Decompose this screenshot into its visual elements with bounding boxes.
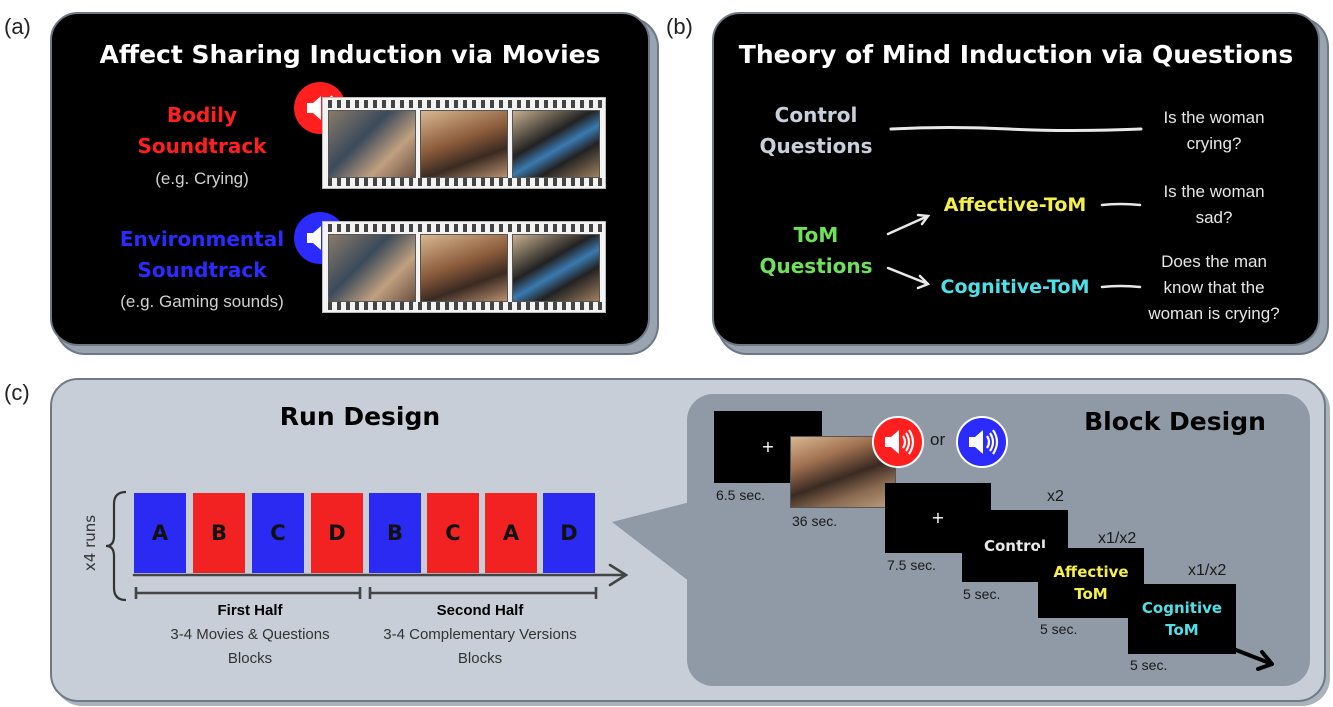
control-questions-line1: Control <box>774 103 858 127</box>
movie-frame-2 <box>420 234 508 302</box>
second-half-line1: 3-4 Complementary Versions <box>383 626 577 643</box>
panel-b-title: Theory of Mind Induction via Questions <box>738 40 1294 69</box>
first-half-title: First Half <box>217 602 283 619</box>
control-connector <box>889 126 1143 132</box>
control-question-line2: crying? <box>1186 134 1242 153</box>
movie-frame-2 <box>420 110 508 178</box>
affective-repeat: x1/x2 <box>1098 530 1137 547</box>
run-block: B <box>369 493 421 573</box>
environmental-label-line1: Environmental <box>119 227 285 251</box>
affective-question-line2: sad? <box>1195 208 1233 227</box>
environmental-example: (e.g. Gaming sounds) <box>120 292 284 311</box>
cognitive-duration: 5 sec. <box>1130 657 1168 673</box>
environmental-speaker-icon <box>956 416 1008 468</box>
affective-screen-line2: ToM <box>1074 585 1108 603</box>
movie-frame-1 <box>328 110 416 178</box>
cognitive-screen-line2: ToM <box>1165 621 1199 639</box>
panel-a-title: Affect Sharing Induction via Movies <box>99 40 601 69</box>
run-block: A <box>134 493 186 573</box>
cognitive-question-line1: Does the man <box>1161 252 1267 271</box>
bodily-speaker-icon <box>872 416 924 468</box>
or-label: or <box>930 430 946 449</box>
movie-frame-1 <box>328 234 416 302</box>
affective-question-line1: Is the woman <box>1163 182 1265 201</box>
tom-questions-line2: Questions <box>759 254 873 278</box>
runs-repeat-label: x4 runs <box>81 514 99 572</box>
panel-c-letter: (c) <box>4 380 30 405</box>
movie-frame-3 <box>512 110 600 178</box>
affective-tom-label: Affective-ToM <box>943 194 1087 216</box>
second-half-title: Second Half <box>436 602 524 619</box>
panel-b: Theory of Mind Induction via Questions C… <box>712 12 1320 346</box>
affective-screen: Affective ToM <box>1038 548 1144 618</box>
tom-questions-line1: ToM <box>793 223 839 247</box>
run-block: B <box>193 493 245 573</box>
environmental-label-line2: Soundtrack <box>137 258 267 282</box>
panel-b-letter: (b) <box>666 14 693 39</box>
tom-arrow-up <box>886 213 931 236</box>
bodily-label-line1: Bodily <box>166 103 238 127</box>
cognitive-connector <box>1100 284 1142 289</box>
movie-frame-3 <box>512 234 600 302</box>
first-half-line1: 3-4 Movies & Questions <box>170 626 330 643</box>
second-half-line2: Blocks <box>457 650 503 667</box>
timeline-arrow-icon <box>1234 648 1274 671</box>
tom-arrow-down <box>886 266 931 290</box>
control-duration: 5 sec. <box>963 586 1001 602</box>
panel-a-letter: (a) <box>4 14 31 39</box>
control-repeat: x2 <box>1047 488 1064 505</box>
cognitive-question-line2: know that the <box>1163 278 1265 297</box>
cognitive-repeat: x1/x2 <box>1188 562 1227 579</box>
control-question-line1: Is the woman <box>1163 108 1265 127</box>
run-design-title: Run Design <box>279 402 441 431</box>
run-timeline-arrow <box>132 563 629 599</box>
fixation2-duration: 7.5 sec. <box>887 557 937 573</box>
runs-brace <box>105 490 127 602</box>
run-block: C <box>252 493 304 573</box>
bodily-label-line2: Soundtrack <box>137 134 267 158</box>
run-block: C <box>427 493 479 573</box>
cognitive-question-line3: woman is crying? <box>1148 304 1280 323</box>
block-design-title: Block Design <box>1084 407 1266 436</box>
bodily-example: (e.g. Crying) <box>155 169 249 188</box>
cognitive-screen: Cognitive ToM <box>1128 584 1236 654</box>
run-block: D <box>311 493 363 573</box>
bodily-filmstrip <box>322 97 606 189</box>
run-block: A <box>485 493 537 573</box>
panel-a: Affect Sharing Induction via Movies Bodi… <box>50 12 650 346</box>
affective-screen-line1: Affective <box>1053 563 1129 581</box>
cognitive-tom-label: Cognitive-ToM <box>940 276 1090 298</box>
fixation1-duration: 6.5 sec. <box>716 487 766 503</box>
control-screen: Control <box>962 510 1068 582</box>
affective-duration: 5 sec. <box>1040 621 1078 637</box>
run-block: D <box>543 493 595 573</box>
cognitive-screen-line1: Cognitive <box>1141 599 1223 617</box>
affective-connector <box>1100 202 1142 207</box>
callout-pointer <box>612 502 690 582</box>
movie-duration: 36 sec. <box>792 513 838 529</box>
first-half-line2: Blocks <box>227 650 273 667</box>
environmental-filmstrip <box>322 221 606 313</box>
control-questions-line2: Questions <box>759 134 873 158</box>
